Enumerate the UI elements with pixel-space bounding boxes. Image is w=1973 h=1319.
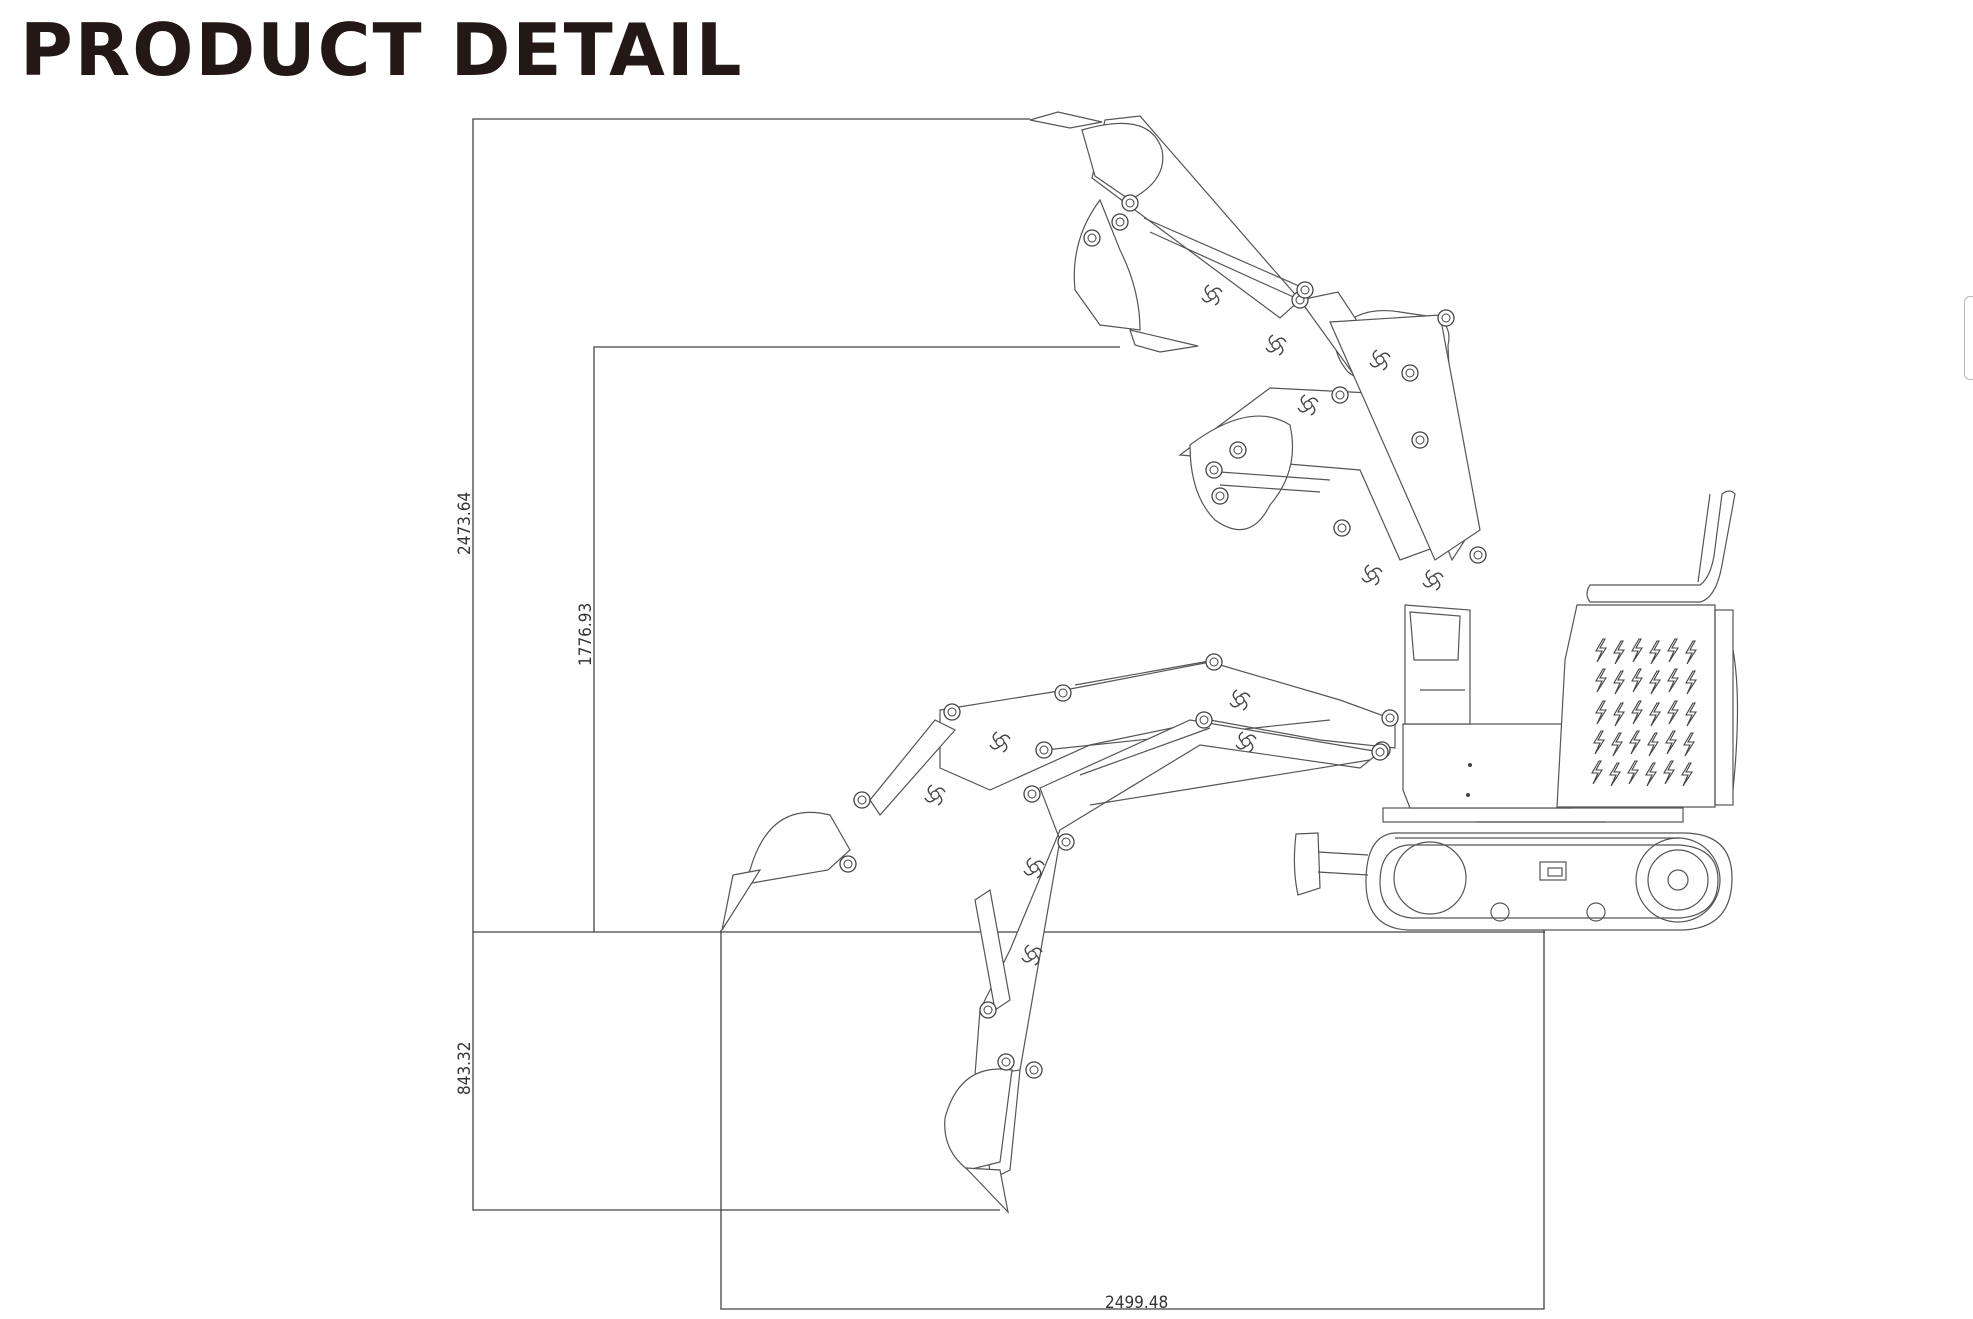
dimension-labels: 2473.64 1776.93 843.32 2499.48 — [455, 492, 1168, 1313]
arm-pose-max-depth — [944, 711, 1389, 1214]
max-dumping-height-label: 1776.93 — [576, 603, 596, 666]
max-digging-reach-label: 2499.48 — [1105, 1293, 1168, 1313]
side-scroll-tab[interactable] — [1964, 296, 1973, 380]
max-digging-height-label: 2473.64 — [455, 492, 475, 555]
dimension-lines — [472, 118, 1545, 1310]
arm-pose-middle — [1178, 281, 1487, 591]
page-title: PRODUCT DETAIL — [20, 8, 744, 92]
arm-pose-max-reach — [721, 653, 1399, 931]
excavator-body — [1293, 490, 1739, 931]
max-digging-depth-label: 843.32 — [455, 1042, 475, 1096]
